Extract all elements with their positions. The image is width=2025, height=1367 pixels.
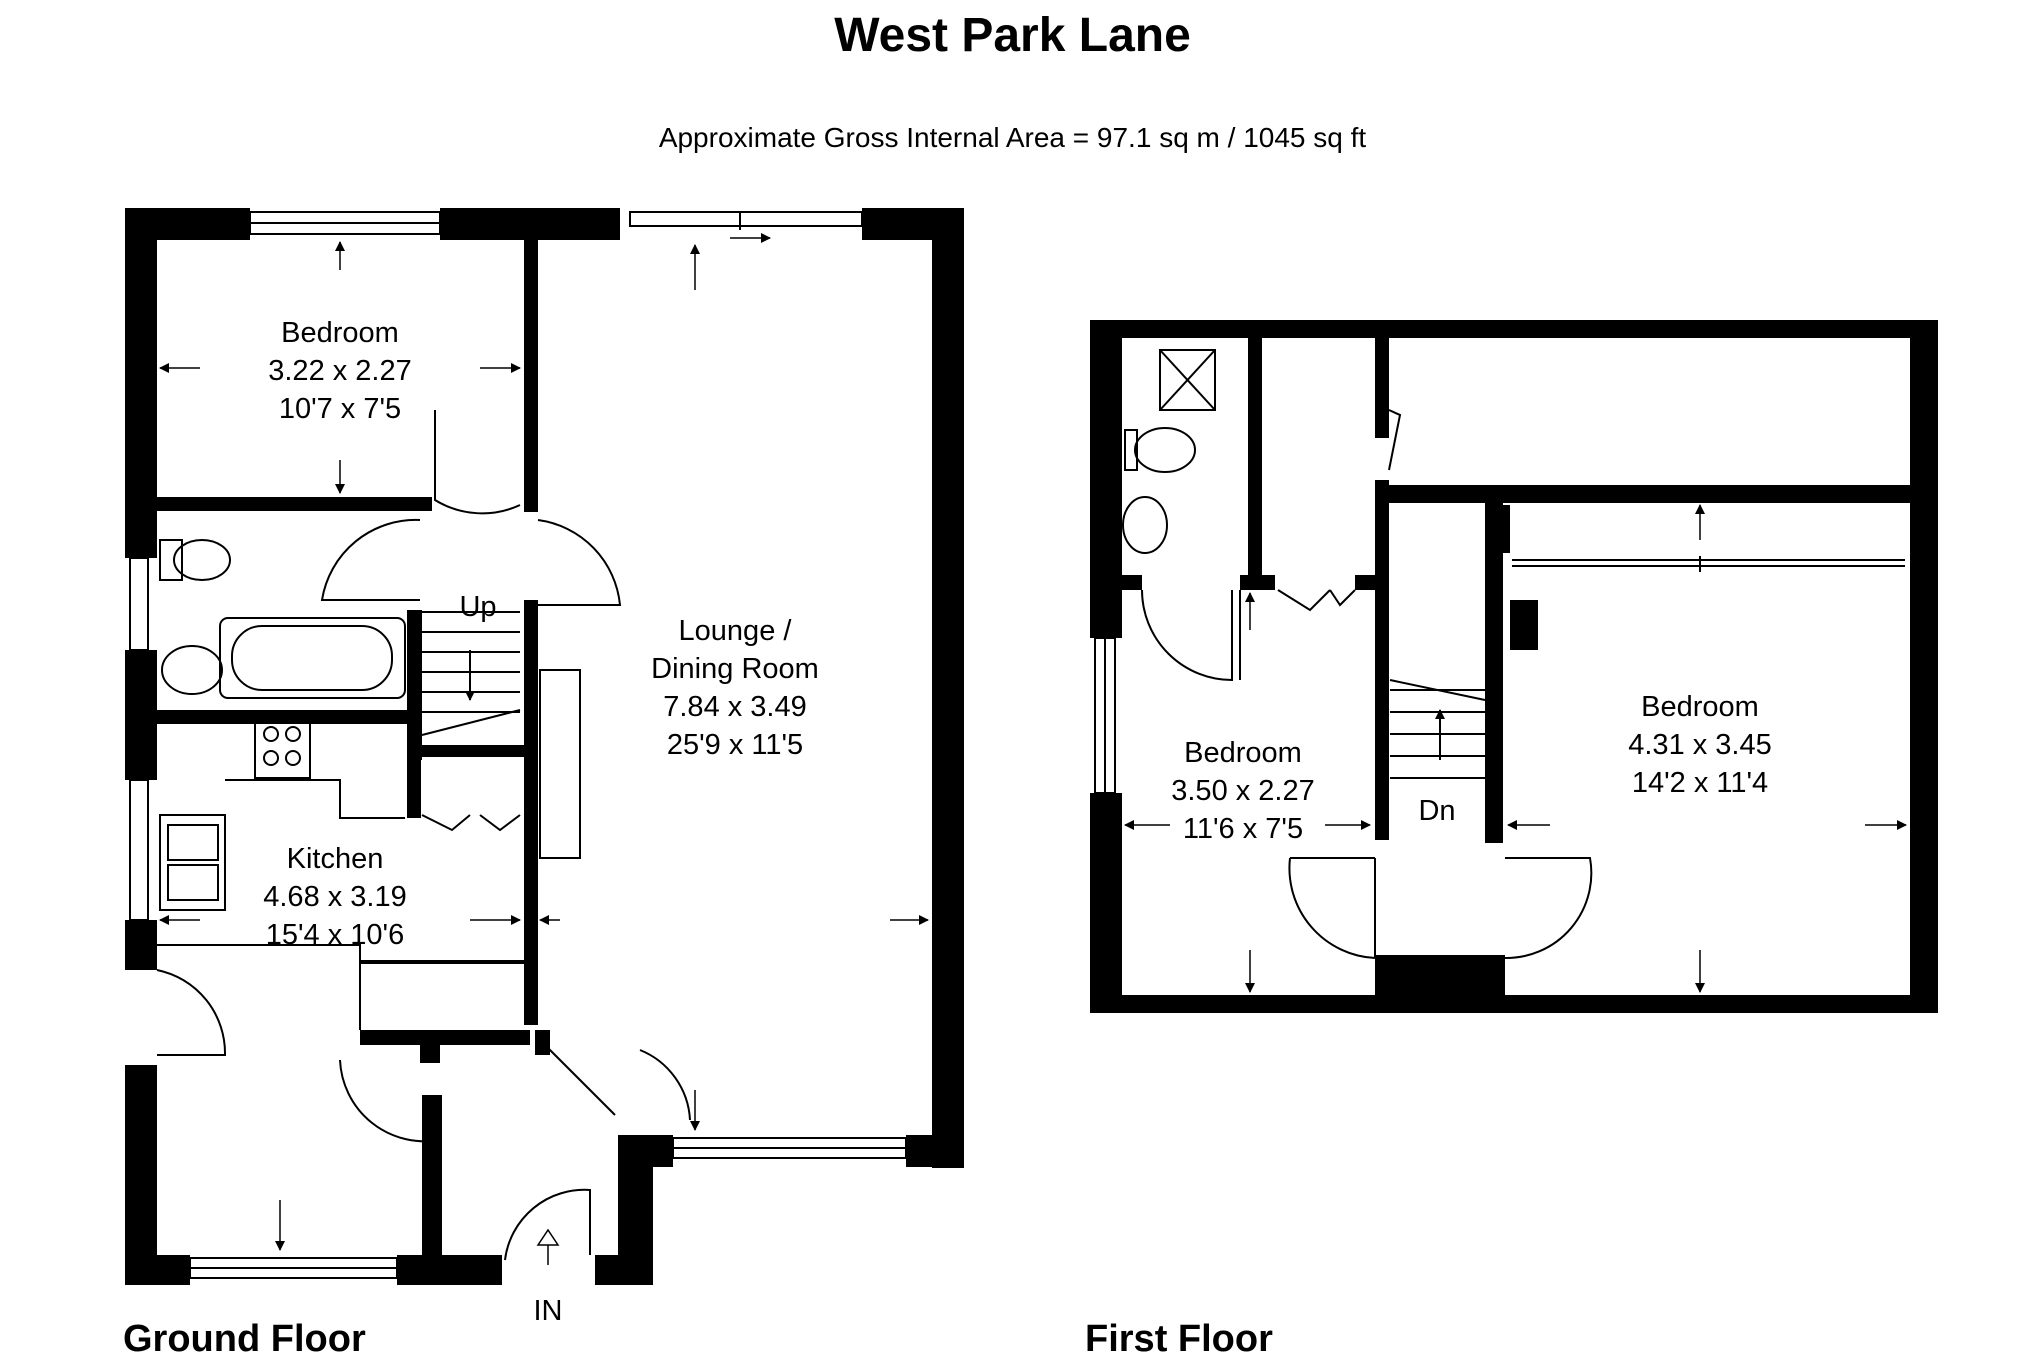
- ground-floor-label: Ground Floor: [123, 1318, 366, 1360]
- room-name: Kitchen: [287, 843, 384, 875]
- first-floor-dimension-arrows: [1124, 504, 1907, 993]
- room-metric-size: 7.84 x 3.49: [663, 691, 807, 723]
- room-imperial-size: 15'4 x 10'6: [266, 919, 404, 951]
- first-floor-walls: [1090, 320, 1938, 1013]
- entrance-label: IN: [534, 1295, 563, 1327]
- first-floor-label: First Floor: [1085, 1318, 1273, 1360]
- first-floor-doors: [1141, 409, 1593, 960]
- ground-floor-walls: [125, 208, 964, 1285]
- plan-title: West Park Lane: [834, 9, 1191, 62]
- room-metric-size: 3.50 x 2.27: [1171, 775, 1315, 807]
- room-imperial-size: 25'9 x 11'5: [667, 729, 803, 761]
- ground-floor-room-labels: Bedroom 3.22 x 2.27 10'7 x 7'5 Lounge / …: [263, 317, 819, 1327]
- ground-floor-plan: Bedroom 3.22 x 2.27 10'7 x 7'5 Lounge / …: [125, 208, 964, 1327]
- ground-floor-windows: [129, 211, 907, 1279]
- room-metric-size: 3.22 x 2.27: [268, 355, 412, 387]
- gross-area-note: Approximate Gross Internal Area = 97.1 s…: [658, 122, 1367, 153]
- first-floor-windows: [1094, 556, 1905, 1013]
- ground-floor-doors: [156, 410, 691, 1261]
- room-name: Bedroom: [1641, 691, 1759, 723]
- ground-floor-fixtures: [157, 539, 581, 1030]
- first-floor-room-labels: Bedroom 3.50 x 2.27 11'6 x 7'5 Bedroom 4…: [1171, 691, 1772, 845]
- room-metric-size: 4.68 x 3.19: [263, 881, 407, 913]
- stairs-up-label: Up: [459, 591, 496, 623]
- room-name: Bedroom: [281, 317, 399, 349]
- first-floor-plan: Bedroom 3.50 x 2.27 11'6 x 7'5 Bedroom 4…: [1090, 320, 1938, 1013]
- room-imperial-size: 14'2 x 11'4: [1632, 767, 1768, 799]
- first-floor-fixtures: [1122, 349, 1486, 779]
- stairs-down-label: Dn: [1418, 795, 1455, 827]
- room-imperial-size: 11'6 x 7'5: [1183, 813, 1303, 845]
- room-name: Bedroom: [1184, 737, 1302, 769]
- room-metric-size: 4.31 x 3.45: [1628, 729, 1772, 761]
- room-name: Lounge /: [679, 615, 793, 647]
- room-imperial-size: 10'7 x 7'5: [279, 393, 401, 425]
- room-name-line-2: Dining Room: [651, 653, 819, 685]
- ground-floor-dimension-arrows: [159, 233, 929, 1265]
